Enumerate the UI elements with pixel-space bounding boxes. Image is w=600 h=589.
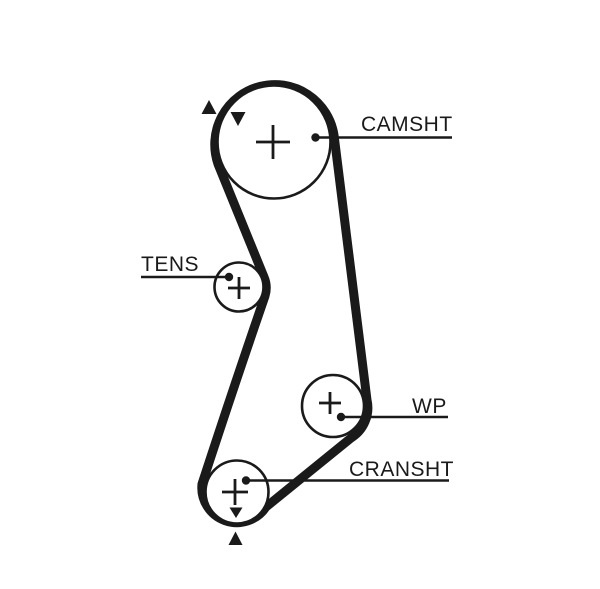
water-pump-leader xyxy=(336,412,448,422)
crankshaft-leader-dot xyxy=(241,476,251,485)
crankshaft-label: CRANSHT xyxy=(349,458,454,481)
camshaft-inner-arrow-down-icon xyxy=(230,112,246,126)
water-pump-center-mark xyxy=(319,392,341,414)
camshaft-label: CAMSHT xyxy=(361,113,453,136)
tensioner-label: TENS xyxy=(141,253,199,276)
tensioner-leader-dot xyxy=(224,272,234,282)
tensioner-center-mark xyxy=(228,277,250,299)
crankshaft-outer-arrow-up-icon xyxy=(228,531,243,545)
water-pump-pulley-circle xyxy=(300,373,366,439)
crankshaft-inner-arrow-down-icon xyxy=(229,507,243,518)
crankshaft-center-mark xyxy=(222,479,248,505)
camshaft-center-mark xyxy=(256,125,290,159)
crankshaft-leader xyxy=(241,476,449,485)
water-pump-leader-dot xyxy=(336,412,346,422)
tensioner-leader xyxy=(141,272,234,282)
water-pump-label: WP xyxy=(412,395,447,418)
camshaft-leader-dot xyxy=(311,133,320,142)
camshaft-outer-arrow-up-icon xyxy=(201,100,217,114)
camshaft-leader xyxy=(311,133,452,142)
